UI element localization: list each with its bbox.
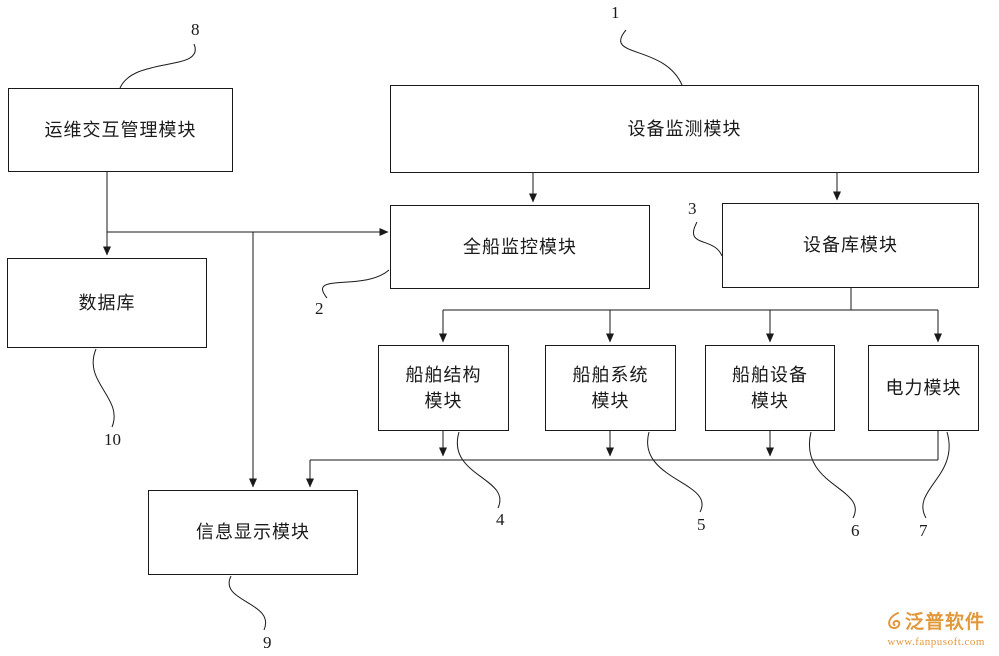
ref-label-1: 1 — [611, 3, 620, 22]
ref-label-8: 8 — [191, 20, 200, 39]
node-ship-structure-label: 船舶结构 模块 — [405, 364, 482, 411]
node-ship-monitor: 全船监控模块 — [390, 205, 650, 289]
node-device-monitor-label: 设备监测模块 — [627, 118, 742, 139]
ref-label-9: 9 — [263, 633, 272, 652]
ref-label-10: 10 — [104, 430, 121, 449]
node-database-label: 数据库 — [78, 292, 136, 313]
ref-label-3: 3 — [688, 199, 697, 218]
node-ship-monitor-label: 全船监控模块 — [463, 236, 577, 257]
node-device-monitor: 设备监测模块 — [390, 85, 979, 173]
node-info-display-label: 信息显示模块 — [196, 522, 310, 543]
ref-label-7: 7 — [919, 521, 928, 540]
node-ship-structure: 船舶结构 模块 — [378, 345, 509, 431]
fanpu-logo-icon — [886, 612, 902, 635]
ref-label-4: 4 — [496, 510, 505, 529]
node-database: 数据库 — [7, 258, 207, 348]
node-ship-equipment: 船舶设备 模块 — [705, 345, 835, 431]
node-ship-equipment-label: 船舶设备 模块 — [732, 364, 808, 411]
ref-label-6: 6 — [851, 521, 860, 540]
watermark-url: www.fanpusoft.com — [887, 635, 985, 648]
node-info-display: 信息显示模块 — [148, 490, 358, 575]
watermark: 泛普软件 www.fanpusoft.com — [886, 612, 985, 648]
node-ops-mgmt-label: 运维交互管理模块 — [44, 119, 197, 140]
node-device-lib-label: 设备库模块 — [803, 235, 898, 256]
node-ship-system-label: 船舶系统 模块 — [572, 364, 649, 411]
node-device-lib: 设备库模块 — [722, 203, 979, 288]
node-power-label: 电力模块 — [885, 377, 962, 398]
node-power: 电力模块 — [868, 345, 979, 431]
ref-label-2: 2 — [315, 299, 324, 318]
node-ship-system: 船舶系统 模块 — [545, 345, 676, 431]
node-ops-mgmt: 运维交互管理模块 — [8, 88, 233, 172]
ref-label-5: 5 — [697, 515, 706, 534]
watermark-brand: 泛普软件 — [904, 612, 985, 634]
